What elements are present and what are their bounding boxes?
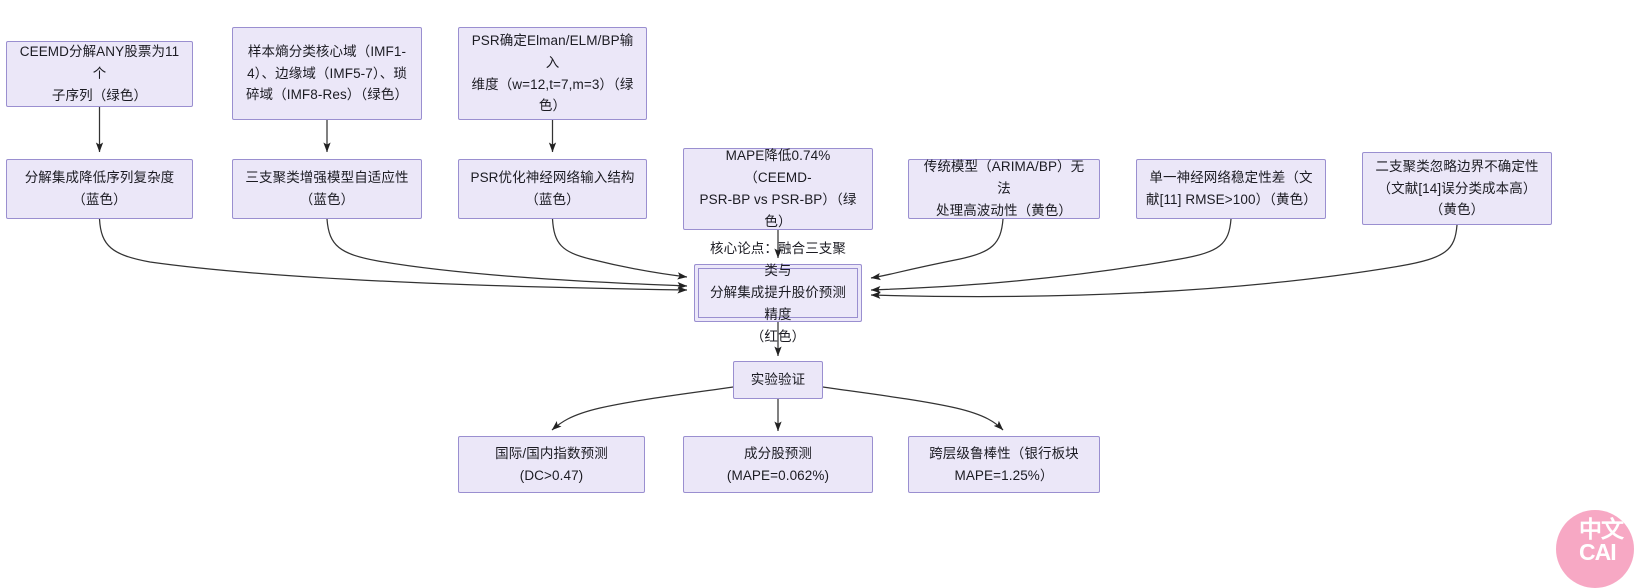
node-two-way-clustering-limitation[interactable]: 二支聚类忽略边界不确定性 （文献[14]误分类成本高） （黄色）: [1362, 152, 1552, 225]
node-mape-reduction[interactable]: MAPE降低0.74%（CEEMD- PSR-BP vs PSR-BP）（绿 色…: [683, 148, 873, 230]
edge-n10-core: [870, 224, 1458, 299]
node-traditional-models-limitation[interactable]: 传统模型（ARIMA/BP）无法 处理高波动性（黄色）: [908, 159, 1100, 219]
node-label: PSR确定Elman/ELM/BP输入 维度（w=12,t=7,m=3）（绿 色…: [471, 32, 634, 114]
watermark-badge: 中文 CAI: [1556, 510, 1634, 588]
node-label: 实验验证: [750, 372, 806, 388]
node-label: PSR优化神经网络输入结构 （蓝色）: [470, 170, 635, 207]
node-index-prediction-result[interactable]: 国际/国内指数预测 (DC>0.47): [458, 436, 645, 493]
node-label: 分解集成降低序列复杂度 （蓝色）: [24, 170, 175, 207]
node-label: 核心论点：融合三支聚类与 分解集成提升股价预测精度 （红色）: [710, 241, 846, 344]
edge-n6-core: [551, 218, 688, 280]
flowchart-canvas: CEEMD分解ANY股票为11个 子序列（绿色） 样本熵分类核心域（IMF1- …: [6, 27, 1634, 588]
node-psr-input-dimension[interactable]: PSR确定Elman/ELM/BP输入 维度（w=12,t=7,m=3）（绿 色…: [458, 27, 647, 120]
node-cross-level-robustness-result[interactable]: 跨层级鲁棒性（银行板块 MAPE=1.25%）: [908, 436, 1100, 493]
node-label: 传统模型（ARIMA/BP）无法 处理高波动性（黄色）: [923, 159, 1085, 218]
node-label: 样本熵分类核心域（IMF1- 4）、边缘域（IMF5-7）、琐 碎域（IMF8-…: [245, 43, 409, 103]
node-label: 成分股预测 (MAPE=0.062%): [726, 445, 830, 483]
edge-n5-core: [326, 218, 688, 290]
edge-n9-core: [870, 218, 1232, 294]
node-three-way-clustering-adaptivity[interactable]: 三支聚类增强模型自适应性 （蓝色）: [232, 159, 422, 219]
node-label: 单一神经网络稳定性差（文 献[11] RMSE>100）（黄色）: [1146, 170, 1317, 207]
edge-n11-n12: [551, 386, 734, 431]
node-core-thesis[interactable]: 核心论点：融合三支聚类与 分解集成提升股价预测精度 （红色）: [694, 241, 862, 344]
node-label: 跨层级鲁棒性（银行板块 MAPE=1.25%）: [929, 445, 1079, 483]
node-ceemd-decompose[interactable]: CEEMD分解ANY股票为11个 子序列（绿色）: [6, 41, 193, 107]
node-label: CEEMD分解ANY股票为11个 子序列（绿色）: [19, 44, 180, 103]
edge-n8-core: [870, 218, 1004, 281]
node-sample-entropy-classification[interactable]: 样本熵分类核心域（IMF1- 4）、边缘域（IMF5-7）、琐 碎域（IMF8-…: [232, 27, 422, 120]
node-label: 国际/国内指数预测 (DC>0.47): [495, 445, 608, 483]
node-constituent-stock-result[interactable]: 成分股预测 (MAPE=0.062%): [683, 436, 873, 493]
node-decomposition-reduces-complexity[interactable]: 分解集成降低序列复杂度 （蓝色）: [6, 159, 193, 219]
edge-n11-n14: [822, 386, 1004, 431]
node-single-nn-instability[interactable]: 单一神经网络稳定性差（文 献[11] RMSE>100）（黄色）: [1136, 159, 1326, 219]
node-experimental-validation[interactable]: 实验验证: [733, 361, 823, 399]
node-label: 三支聚类增强模型自适应性 （蓝色）: [245, 170, 409, 207]
node-label: 二支聚类忽略边界不确定性 （文献[14]误分类成本高） （黄色）: [1375, 158, 1539, 218]
node-label: MAPE降低0.74%（CEEMD- PSR-BP vs PSR-BP）（绿 色…: [699, 148, 857, 229]
watermark-label: 中文 CAI: [1579, 516, 1624, 565]
node-psr-optimizes-nn-input[interactable]: PSR优化神经网络输入结构 （蓝色）: [458, 159, 647, 219]
edge-n4-core: [98, 218, 688, 294]
